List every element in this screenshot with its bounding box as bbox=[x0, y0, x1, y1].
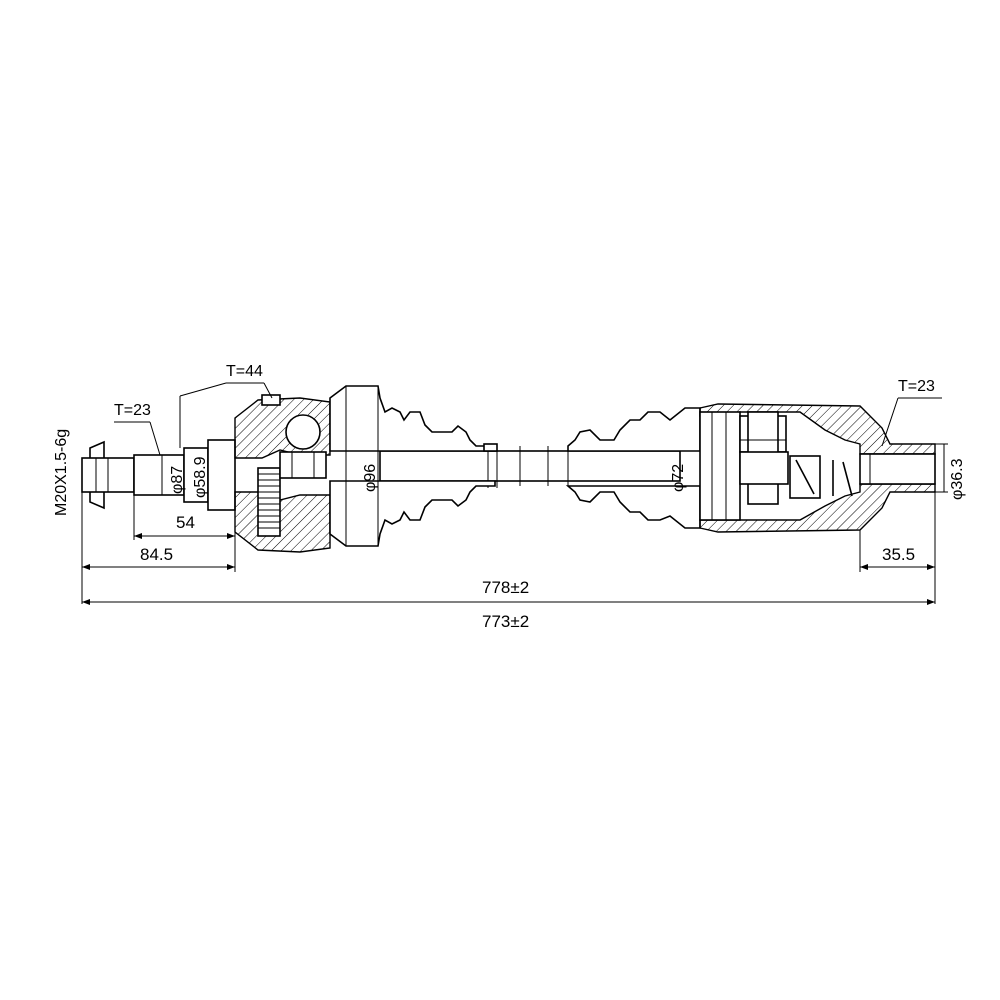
left-boot bbox=[329, 385, 498, 547]
dia-87-label: φ87 bbox=[169, 466, 186, 494]
labels: M20X1.5-6g T=23 T=44 T=23 φ87 φ58.9 φ96 … bbox=[53, 363, 966, 631]
dimension-lines bbox=[81, 443, 948, 605]
leader-lines bbox=[114, 382, 942, 456]
t-left-label: T=23 bbox=[114, 402, 151, 419]
outer-cv-joint bbox=[234, 394, 331, 553]
dim-35-5-label: 35.5 bbox=[882, 545, 915, 564]
threaded-stub bbox=[81, 439, 236, 511]
dim-778-label: 778±2 bbox=[482, 578, 529, 597]
inner-tripod-joint bbox=[699, 403, 936, 533]
t-outer-joint-label: T=44 bbox=[226, 363, 263, 380]
dia-36-3-label: φ36.3 bbox=[949, 458, 966, 500]
thread-label: M20X1.5-6g bbox=[53, 429, 70, 516]
dim-84-5-label: 84.5 bbox=[140, 545, 173, 564]
dia-72-label: φ72 bbox=[670, 464, 687, 492]
t-right-label: T=23 bbox=[898, 378, 935, 395]
dia-58-9-label: φ58.9 bbox=[192, 456, 209, 498]
dia-96-label: φ96 bbox=[362, 464, 379, 492]
dim-773-label: 773±2 bbox=[482, 612, 529, 631]
dim-54-label: 54 bbox=[176, 513, 195, 532]
abs-ring bbox=[258, 473, 280, 529]
